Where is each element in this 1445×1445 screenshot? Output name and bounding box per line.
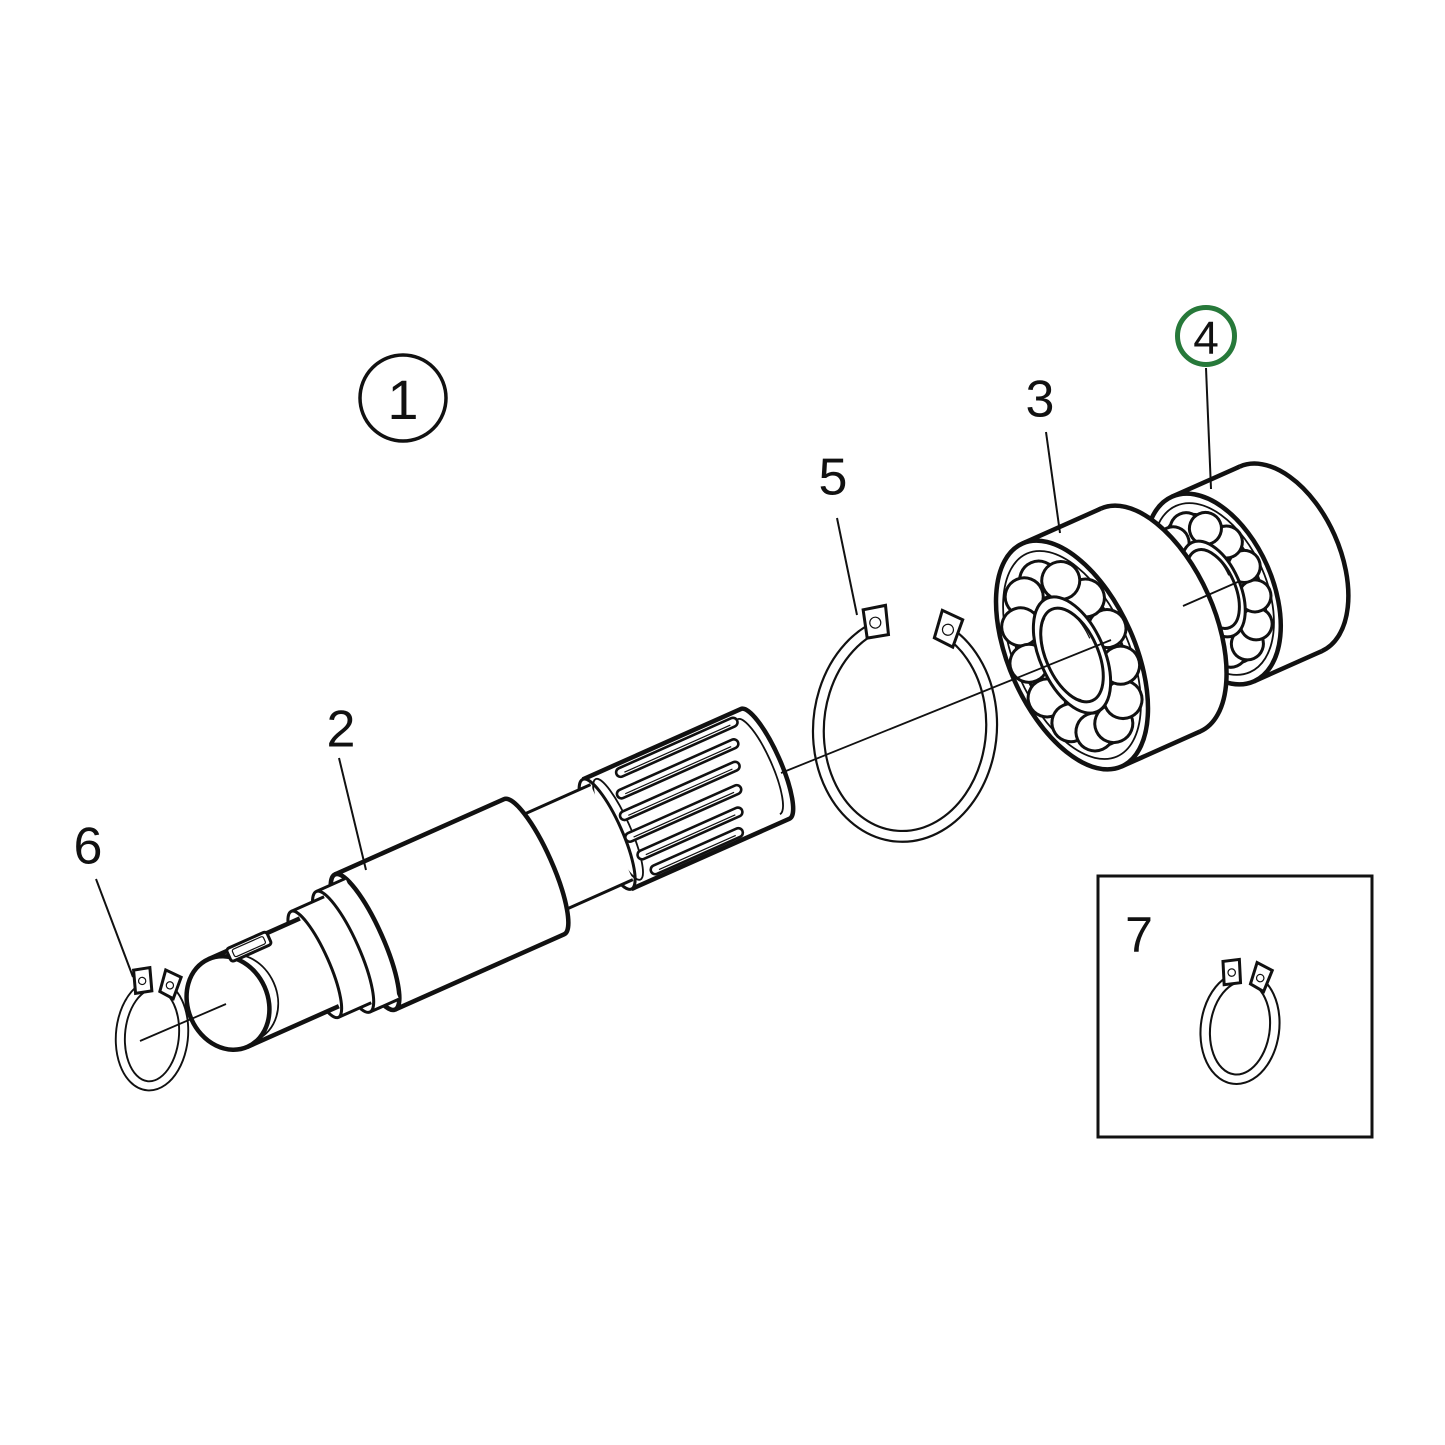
shaft-spline-tip-chamfer (737, 718, 784, 816)
callout-1-circle (358, 353, 448, 443)
callout-4-highlighted[interactable]: 4 (1175, 305, 1237, 490)
snap-ring-5-left-ear-hole (869, 616, 882, 629)
callout-2-label: 2 (327, 701, 356, 759)
snap-ring-7[interactable] (1199, 956, 1282, 1085)
callout-7-label: 7 (1125, 907, 1153, 963)
callout-6-leader (95, 878, 134, 978)
callout-5-label: 5 (819, 449, 848, 507)
bearing-3-body-top-edge (1021, 506, 1102, 546)
shaft-spline-grooves (614, 716, 745, 876)
callout-3-label: 3 (1026, 371, 1055, 429)
snap-ring-6-band (116, 983, 188, 1090)
snap-ring-7-left-ear-hole (1227, 968, 1236, 977)
callout-2[interactable]: 2 (327, 701, 367, 871)
callout-5[interactable]: 5 (819, 449, 858, 616)
callout-4-green-circle (1175, 305, 1237, 367)
callout-3[interactable]: 3 (1026, 371, 1061, 534)
callout-6-label: 6 (74, 818, 103, 876)
callout-1-label: 1 (387, 368, 418, 431)
shaft[interactable] (161, 690, 809, 1087)
centerline-main (780, 639, 1112, 774)
callout-7[interactable]: 7 (1125, 907, 1153, 963)
bearing-3-body-bottom-edge (1120, 729, 1202, 769)
callout-3-leader (1045, 431, 1061, 534)
snap-ring-6-left-ear-hole (137, 976, 147, 986)
centerline-bearing-4 (1182, 580, 1241, 607)
callout-2-leader (338, 757, 367, 871)
centerline-shaft-end (139, 1003, 227, 1042)
callout-4-leader (1205, 367, 1212, 490)
snap-ring-6-right-ear-hole (165, 981, 175, 990)
snap-ring-7-right-ear-hole (1255, 973, 1265, 983)
callout-6[interactable]: 6 (74, 818, 134, 978)
snap-ring-6[interactable] (114, 965, 190, 1092)
snap-ring-7-band (1201, 975, 1279, 1083)
snap-ring-5-band (814, 620, 996, 841)
detail-box-7 (1096, 874, 1374, 1139)
bearing-3-bore-back-arc (1068, 610, 1091, 639)
snap-ring-5-right-ear-hole (941, 623, 955, 636)
callout-4-label: 4 (1193, 312, 1219, 364)
snap-ring-5[interactable] (811, 601, 1000, 843)
bearing-4-bore-back-arc (1210, 552, 1230, 576)
callout-1[interactable]: 1 (358, 353, 448, 443)
shaft-keyway (225, 930, 273, 963)
callout-5-leader (836, 517, 858, 616)
centerlines (139, 580, 1241, 1042)
shaft-keyway-inner-line (231, 936, 266, 958)
bearing-3[interactable] (965, 483, 1258, 792)
